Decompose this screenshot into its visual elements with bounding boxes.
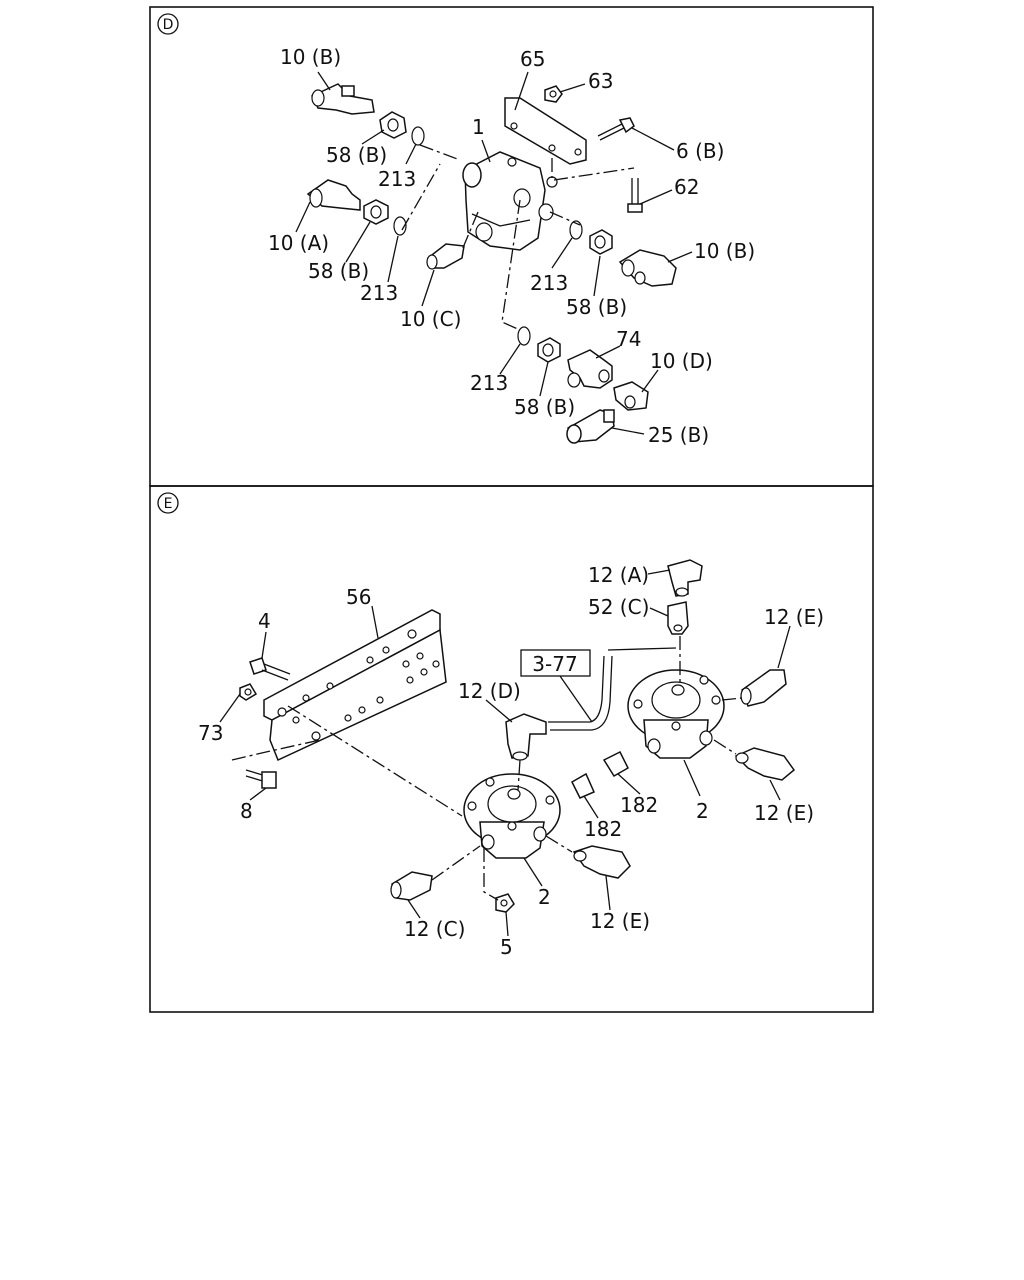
label-6b: 6 (B) [676,139,724,163]
label-56: 56 [346,585,371,609]
relay-valve-body-1 [462,151,558,251]
label-8: 8 [240,799,253,823]
straight-fitting-10c [426,243,465,270]
panel-d-labels: 10 (B) 65 63 58 (B) 213 1 6 (B) 62 10 (A… [268,45,755,447]
plug-182-left [571,772,595,799]
o-ring-213-lower [517,326,531,346]
reference-3-77: 3-77 [532,652,577,676]
label-12d: 12 (D) [458,679,521,703]
label-213-right: 213 [530,271,568,295]
label-10a: 10 (A) [268,231,329,255]
label-52c: 52 (C) [588,595,649,619]
o-ring-213-top [411,126,425,146]
label-12a: 12 (A) [588,563,649,587]
label-58b-left: 58 (B) [308,259,369,283]
label-58b-lower: 58 (B) [514,395,575,419]
label-63: 63 [588,69,613,93]
label-62: 62 [674,175,699,199]
label-10c: 10 (C) [400,307,461,331]
elbow-fitting-12e-lower [572,845,631,879]
panel-e-labels: 12 (A) 52 (C) 12 (E) 56 4 12 (D) 73 182 … [198,563,824,959]
tee-fitting-74 [567,349,613,389]
label-74: 74 [616,327,641,351]
label-25b: 25 (B) [648,423,709,447]
bolt-8 [245,769,277,789]
label-58b-top: 58 (B) [326,143,387,167]
label-12e-upper: 12 (E) [764,605,824,629]
panel-e-id: E [164,496,173,512]
panel-d-marker: D [157,13,179,35]
label-182-right: 182 [620,793,658,817]
straight-fitting-12e-upper [740,669,787,707]
panel-e-frame [149,485,874,1013]
label-65: 65 [520,47,545,71]
bolt-4 [249,657,291,681]
o-ring-213-right [569,220,583,240]
panel-d-drawing [295,71,693,444]
elbow-fitting-12a [667,559,703,597]
label-73: 73 [198,721,223,745]
adapter-58b-top [379,111,407,139]
label-10b-top: 10 (B) [280,45,341,69]
elbow-fitting-10d [613,381,649,411]
elbow-fitting-10b-right [618,249,677,287]
nut-5 [495,893,515,913]
elbow-fitting-10b-top [310,83,375,115]
bracket-56 [263,609,447,762]
straight-fitting-12c [390,871,433,901]
valve-2-right [627,669,725,759]
nut-73 [239,683,258,701]
elbow-fitting-12e-right [734,747,796,781]
bolt-6b [597,117,635,141]
label-10d: 10 (D) [650,349,713,373]
elbow-fitting-12d [505,713,547,761]
adapter-58b-right [589,229,613,255]
label-2-left: 2 [538,885,551,909]
reference-box-3-77: 3-77 [520,649,591,677]
panel-e-drawing: 3-77 [219,559,796,937]
label-12e-right: 12 (E) [754,801,814,825]
label-213-left: 213 [360,281,398,305]
adapter-58b-lower [537,337,561,363]
label-213-lower: 213 [470,371,508,395]
label-2-right: 2 [696,799,709,823]
label-58b-right: 58 (B) [566,295,627,319]
bracket-65 [504,97,587,165]
panel-e-marker: E [157,492,179,514]
label-10b-right: 10 (B) [694,239,755,263]
nut-63 [544,85,563,103]
plug-182-right [602,750,629,778]
adapter-58b-left [363,199,389,225]
label-1: 1 [472,115,485,139]
label-12e-lower: 12 (E) [590,909,650,933]
label-5: 5 [500,935,513,959]
sensor-25b [566,409,615,444]
bolt-62 [627,178,643,213]
label-182-left: 182 [584,817,622,841]
label-12c: 12 (C) [404,917,465,941]
label-4: 4 [258,609,271,633]
valve-2-left [463,773,561,859]
o-ring-213-left [393,216,407,236]
panel-d-id: D [163,17,174,33]
cap-52c [667,601,689,635]
elbow-fitting-10a [306,179,361,211]
label-213-top: 213 [378,167,416,191]
